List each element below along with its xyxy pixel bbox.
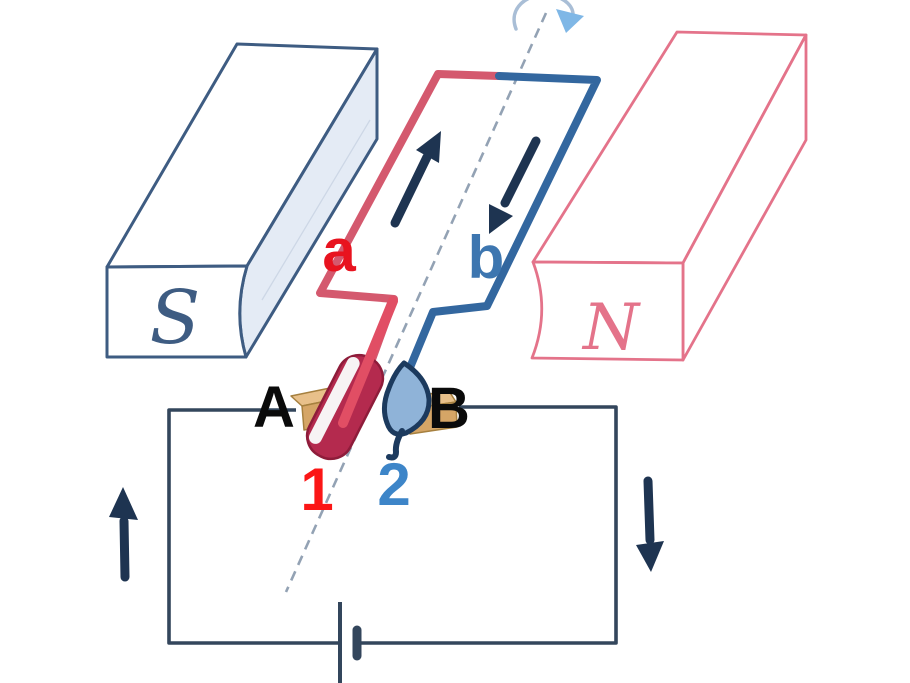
current-arrow-side-a bbox=[390, 131, 441, 228]
magnet-s: S bbox=[105, 42, 379, 361]
magnet-n-front-face bbox=[530, 260, 685, 362]
rotation-arrow bbox=[512, 0, 584, 33]
circuit-up-arrow-head-icon bbox=[109, 487, 138, 520]
arrow-b-shaft bbox=[500, 136, 541, 208]
rotation-axis-line bbox=[284, 12, 548, 593]
commutator-2-tail bbox=[386, 428, 405, 461]
battery bbox=[338, 602, 362, 683]
coil-a-lead-wire bbox=[338, 296, 398, 428]
external-circuit bbox=[109, 405, 664, 683]
annotation-labels: A B 1 2 bbox=[253, 375, 470, 523]
circuit-up-arrow-shaft bbox=[119, 516, 130, 582]
coil-side-a-label: a bbox=[322, 217, 356, 284]
circuit-wire-right bbox=[361, 405, 618, 645]
brush-a-label: A bbox=[253, 375, 295, 440]
magnet-n: N bbox=[530, 30, 808, 365]
magnet-s-crease-line bbox=[261, 119, 371, 301]
commutator-2-body bbox=[381, 360, 432, 437]
current-arrow-side-b bbox=[489, 136, 541, 234]
arrow-a-head-icon bbox=[416, 131, 441, 163]
magnet-s-label: S bbox=[150, 275, 201, 361]
coil-side-b-wire bbox=[400, 72, 601, 386]
commutator-1-highlight bbox=[308, 356, 360, 444]
current-arrow-circuit-left bbox=[109, 487, 138, 582]
arrow-a-shaft bbox=[390, 152, 432, 228]
magnet-s-front-face bbox=[105, 264, 249, 359]
rotation-arrowhead-icon bbox=[556, 9, 584, 33]
armature-coil: a b bbox=[316, 70, 601, 424]
commutator-2-label: 2 bbox=[377, 451, 410, 518]
brush-b-label: B bbox=[428, 376, 470, 441]
circuit-down-arrow-shaft bbox=[643, 476, 655, 545]
commutator-half-2 bbox=[381, 360, 432, 461]
arrow-b-head-icon bbox=[489, 204, 513, 234]
coil-side-b-label: b bbox=[468, 224, 505, 291]
commutator-assembly bbox=[290, 296, 458, 461]
commutator-1-label: 1 bbox=[300, 456, 333, 523]
current-arrow-circuit-right bbox=[636, 476, 664, 572]
circuit-wire-left bbox=[167, 408, 338, 645]
magnet-n-label: N bbox=[581, 291, 641, 365]
rotation-arc bbox=[512, 0, 575, 31]
circuit-down-arrow-head-icon bbox=[636, 541, 664, 572]
